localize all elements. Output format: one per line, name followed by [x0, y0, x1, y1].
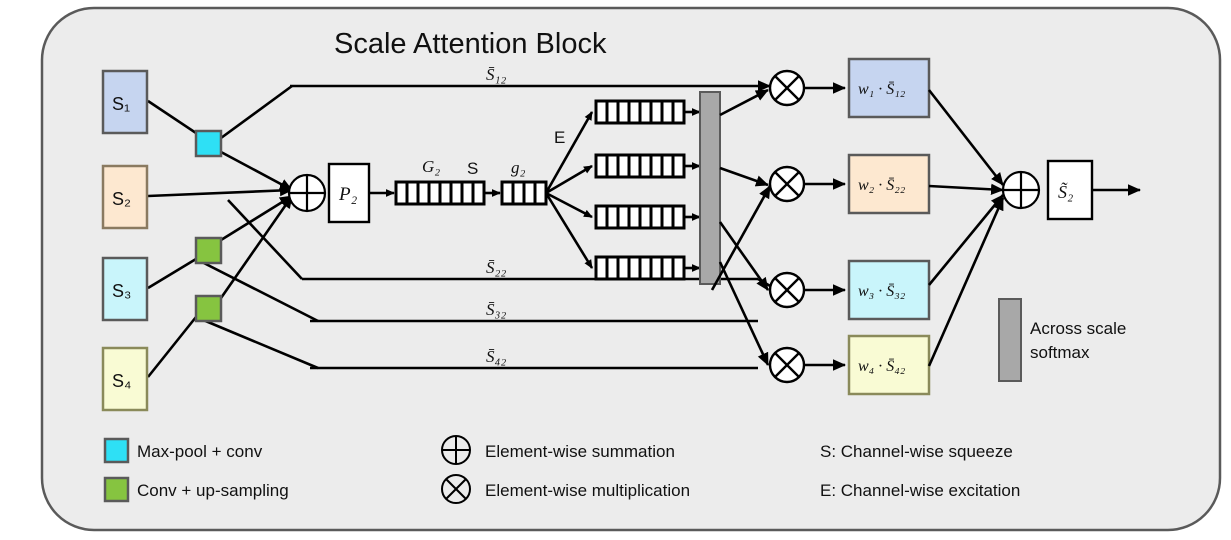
conv-upsample-icon-1	[194, 236, 223, 265]
global-vector-label: G₂	[422, 157, 440, 176]
softmax-legend-line1: Across scale	[1030, 319, 1126, 338]
skip-label-2: S̄₂₂	[486, 258, 506, 277]
softmax-legend-swatch	[998, 298, 1022, 382]
legend-label-multiplication: Element-wise multiplication	[485, 481, 690, 500]
output-box: S̃₂	[1046, 159, 1094, 221]
legend-swatch-conv-upsample	[103, 476, 130, 503]
weighted-block-2: w₂ · S̄₂₂	[847, 153, 931, 215]
weighted-block-3: w₃ · S̄₃₂	[847, 259, 931, 321]
conv-upsample-icon-2	[194, 294, 223, 323]
weighted-block-3-label: w₃ · S̄₃₂	[858, 283, 906, 300]
squeeze-label: S	[467, 159, 478, 178]
input-block-s3-label: S₃	[112, 281, 131, 301]
pool-box-label: P₂	[338, 184, 358, 205]
legend-circle-times-icon	[441, 474, 471, 504]
element-wise-multiplication-icon-2	[768, 165, 806, 203]
excitation-vector-4	[594, 255, 701, 281]
input-block-s3: S₃	[101, 256, 149, 322]
weighted-block-1: w₁ · S̄₁₂	[847, 57, 931, 119]
input-block-s1: S₁	[101, 69, 149, 135]
skip-label-1: S̄₁₂	[486, 65, 506, 84]
across-scale-softmax-bar	[699, 91, 721, 285]
element-wise-multiplication-icon-3	[768, 271, 806, 309]
excitation-vector-1	[594, 99, 701, 125]
mult-to-weight-arrows	[804, 82, 846, 371]
softmax-fanout	[710, 88, 773, 366]
maxpool-conv-icon	[194, 129, 223, 158]
squeezed-vector	[500, 180, 548, 206]
output-box-label: S̃₂	[1058, 182, 1073, 202]
skip-label-3: S̄₃₂	[486, 300, 506, 319]
input-block-s4-label: S₄	[112, 371, 131, 391]
input-block-s2-label: S₂	[112, 189, 131, 209]
excitation-label: E	[554, 128, 565, 147]
weighted-block-4: w₄ · S̄₄₂	[847, 334, 931, 396]
excitation-vector-3	[594, 204, 701, 230]
input-block-s2: S₂	[101, 164, 149, 230]
softmax-legend-line2: softmax	[1030, 343, 1090, 362]
weighted-block-2-label: w₂ · S̄₂₂	[858, 177, 906, 194]
element-wise-multiplication-icon-1	[768, 69, 806, 107]
legend-label-conv-upsample: Conv + up-sampling	[137, 481, 289, 500]
excitation-fanout	[544, 111, 594, 269]
legend-label-maxpool-conv: Max-pool + conv	[137, 442, 263, 461]
global-vector	[394, 180, 486, 206]
legend-swatch-maxpool-conv	[103, 437, 130, 464]
input-block-s4: S₄	[101, 346, 149, 412]
final-converge-lines	[927, 89, 1005, 367]
legend-circle-plus-icon	[441, 435, 471, 465]
legend-label-squeeze: S: Channel-wise squeeze	[820, 442, 1013, 461]
page-title: Scale Attention Block	[334, 28, 607, 60]
squeezed-vector-label: g₂	[511, 158, 526, 177]
element-wise-multiplication-icon-4	[768, 346, 806, 384]
legend-label-summation: Element-wise summation	[485, 442, 675, 461]
weighted-block-1-label: w₁ · S̄₁₂	[858, 81, 906, 98]
skip-label-4: S̄₄₂	[486, 347, 506, 366]
weighted-block-4-label: w₄ · S̄₄₂	[858, 358, 906, 375]
element-wise-summation-icon-left	[287, 173, 327, 213]
pool-box: P₂	[327, 162, 371, 224]
input-block-s1-label: S₁	[112, 94, 130, 114]
excitation-vector-2	[594, 153, 701, 179]
legend-label-excitation: E: Channel-wise excitation	[820, 481, 1020, 500]
element-wise-summation-icon-right	[1001, 170, 1041, 210]
